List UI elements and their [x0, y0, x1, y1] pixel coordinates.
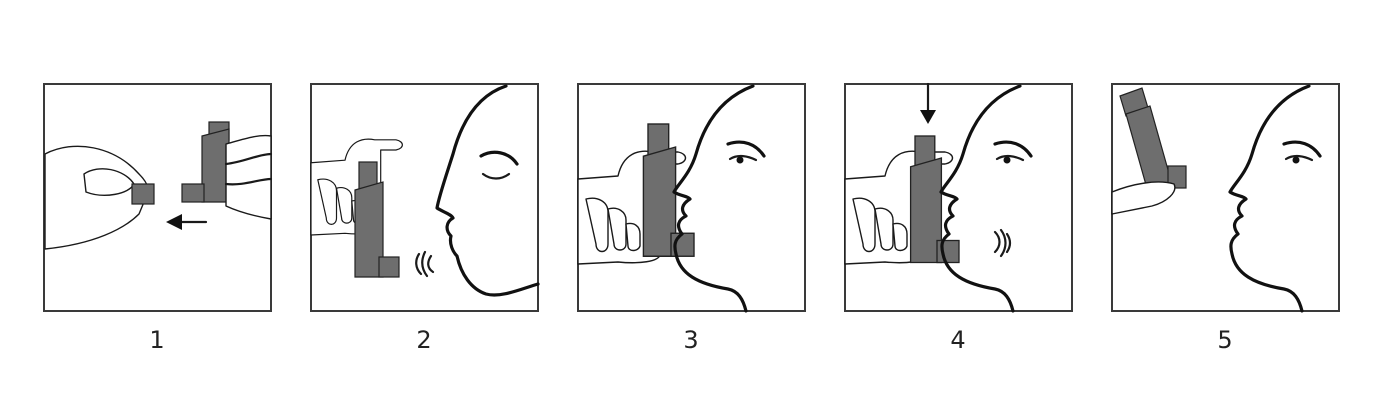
hand-illustration — [1111, 181, 1176, 215]
step-4-label: 4 — [950, 326, 965, 354]
step-5-label: 5 — [1217, 326, 1232, 354]
step-1-label: 1 — [149, 326, 164, 354]
step-4-panel — [844, 82, 1073, 313]
closed-eye — [481, 172, 511, 180]
step-3-panel — [577, 83, 806, 313]
inhaler-cap — [131, 183, 155, 205]
step-5-panel — [1111, 83, 1340, 313]
step-3-label: 3 — [683, 326, 698, 354]
exhale-breath-icon — [415, 250, 435, 278]
step-2-panel — [310, 83, 540, 312]
eyebrow — [479, 150, 519, 166]
face-profile — [435, 84, 540, 297]
inhale-breath-icon — [993, 228, 1012, 258]
step-2-label: 2 — [416, 326, 431, 354]
arrow-down-icon — [920, 82, 936, 124]
inhaler-illustration — [181, 121, 273, 220]
step-1-panel — [43, 83, 273, 312]
hand-holding-cap-illustration — [44, 145, 155, 250]
arrow-left-icon — [166, 214, 208, 230]
